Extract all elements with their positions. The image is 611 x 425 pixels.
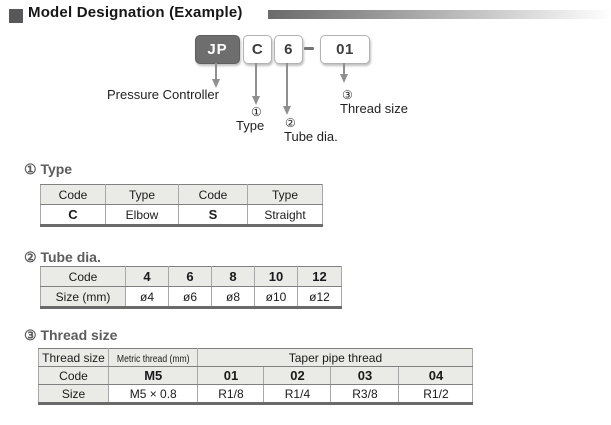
tube-size-cell: ø10 [254, 286, 298, 308]
tube-code-cell: 6 [168, 266, 212, 287]
table-row: C Elbow S Straight [40, 204, 323, 226]
metric-thread-label: Metric thread (mm) [116, 353, 190, 365]
table-row: Size M5 × 0.8 R1/8 R1/4 R3/8 R1/2 [38, 384, 474, 404]
tube-table: Code 4 6 8 10 12 Size (mm) ø4 ø6 ø8 ø10 … [40, 266, 342, 309]
table-row: Code M5 01 02 03 04 [38, 366, 474, 385]
col-header-type: Type [105, 184, 179, 205]
col-header-thread-size: Thread size [38, 348, 109, 367]
arrow-line-thread [343, 63, 345, 74]
arrow-head-icon [340, 74, 348, 83]
arrow-head-icon [283, 106, 291, 115]
model-code-box-tube: 6 [274, 35, 303, 64]
label-thread-size: Thread size [340, 101, 408, 116]
type-table: Code Type Code Type C Elbow S Straight [40, 184, 323, 227]
model-code-box-type: C [243, 35, 272, 64]
model-code-box-jp: JP [195, 35, 240, 64]
label-num-type: ① [251, 105, 262, 119]
table-row: Thread size Metric thread (mm) Taper pip… [38, 348, 474, 367]
tube-size-cell: ø6 [168, 286, 212, 308]
tube-code-cell: 10 [254, 266, 298, 287]
row-header-size: Size (mm) [40, 286, 126, 308]
thread-code-cell: 03 [330, 366, 400, 385]
label-type: Type [236, 118, 265, 133]
type-code-cell: S [178, 204, 248, 226]
arrow-head-icon [212, 79, 220, 88]
col-header-code: Code [178, 184, 248, 205]
header-gradient-bar [268, 10, 611, 19]
row-header-code: Code [40, 266, 126, 287]
col-header-metric-thread: Metric thread (mm) [107, 348, 199, 367]
type-value-cell: Straight [247, 204, 323, 226]
label-pressure-controller: Pressure Controller [107, 87, 219, 102]
thread-size-cell: R1/2 [398, 384, 474, 404]
arrow-head-icon [252, 96, 260, 105]
table-row: Size (mm) ø4 ø6 ø8 ø10 ø12 [40, 286, 342, 308]
tube-code-cell: 4 [125, 266, 169, 287]
thread-table: Thread size Metric thread (mm) Taper pip… [38, 348, 474, 405]
tube-size-cell: ø4 [125, 286, 169, 308]
section-heading-thread: ③ Thread size [24, 327, 118, 343]
type-value-cell: Elbow [105, 204, 179, 226]
thread-code-cell: 04 [398, 366, 474, 385]
page-title: Model Designation (Example) [28, 4, 243, 21]
tube-code-cell: 8 [211, 266, 255, 287]
arrow-line-jp [215, 63, 217, 79]
col-header-code: Code [40, 184, 106, 205]
arrow-line-tube [286, 63, 288, 106]
row-header-code: Code [38, 366, 109, 385]
thread-size-cell: M5 × 0.8 [107, 384, 199, 404]
arrow-line-type [255, 63, 257, 96]
label-num-tube: ② [285, 116, 296, 130]
tube-size-cell: ø12 [297, 286, 342, 308]
model-code-box-thread: 01 [320, 35, 370, 64]
thread-code-cell: 02 [263, 366, 332, 385]
type-code-cell: C [40, 204, 106, 226]
label-tube-dia: Tube dia. [284, 129, 338, 144]
thread-code-cell: M5 [107, 366, 199, 385]
table-row: Code 4 6 8 10 12 [40, 266, 342, 287]
model-code-separator [304, 47, 314, 50]
tube-code-cell: 12 [297, 266, 342, 287]
section-marker-icon [9, 9, 23, 23]
table-row: Code Type Code Type [40, 184, 323, 205]
thread-size-cell: R3/8 [330, 384, 400, 404]
tube-size-cell: ø8 [211, 286, 255, 308]
row-header-size: Size [38, 384, 109, 404]
col-header-type: Type [247, 184, 323, 205]
thread-code-cell: 01 [197, 366, 265, 385]
section-heading-tube: ② Tube dia. [24, 249, 101, 265]
col-header-taper-pipe-thread: Taper pipe thread [197, 348, 474, 367]
thread-size-cell: R1/4 [263, 384, 332, 404]
label-num-thread: ③ [342, 88, 353, 102]
thread-size-cell: R1/8 [197, 384, 265, 404]
section-heading-type: ① Type [24, 161, 73, 177]
